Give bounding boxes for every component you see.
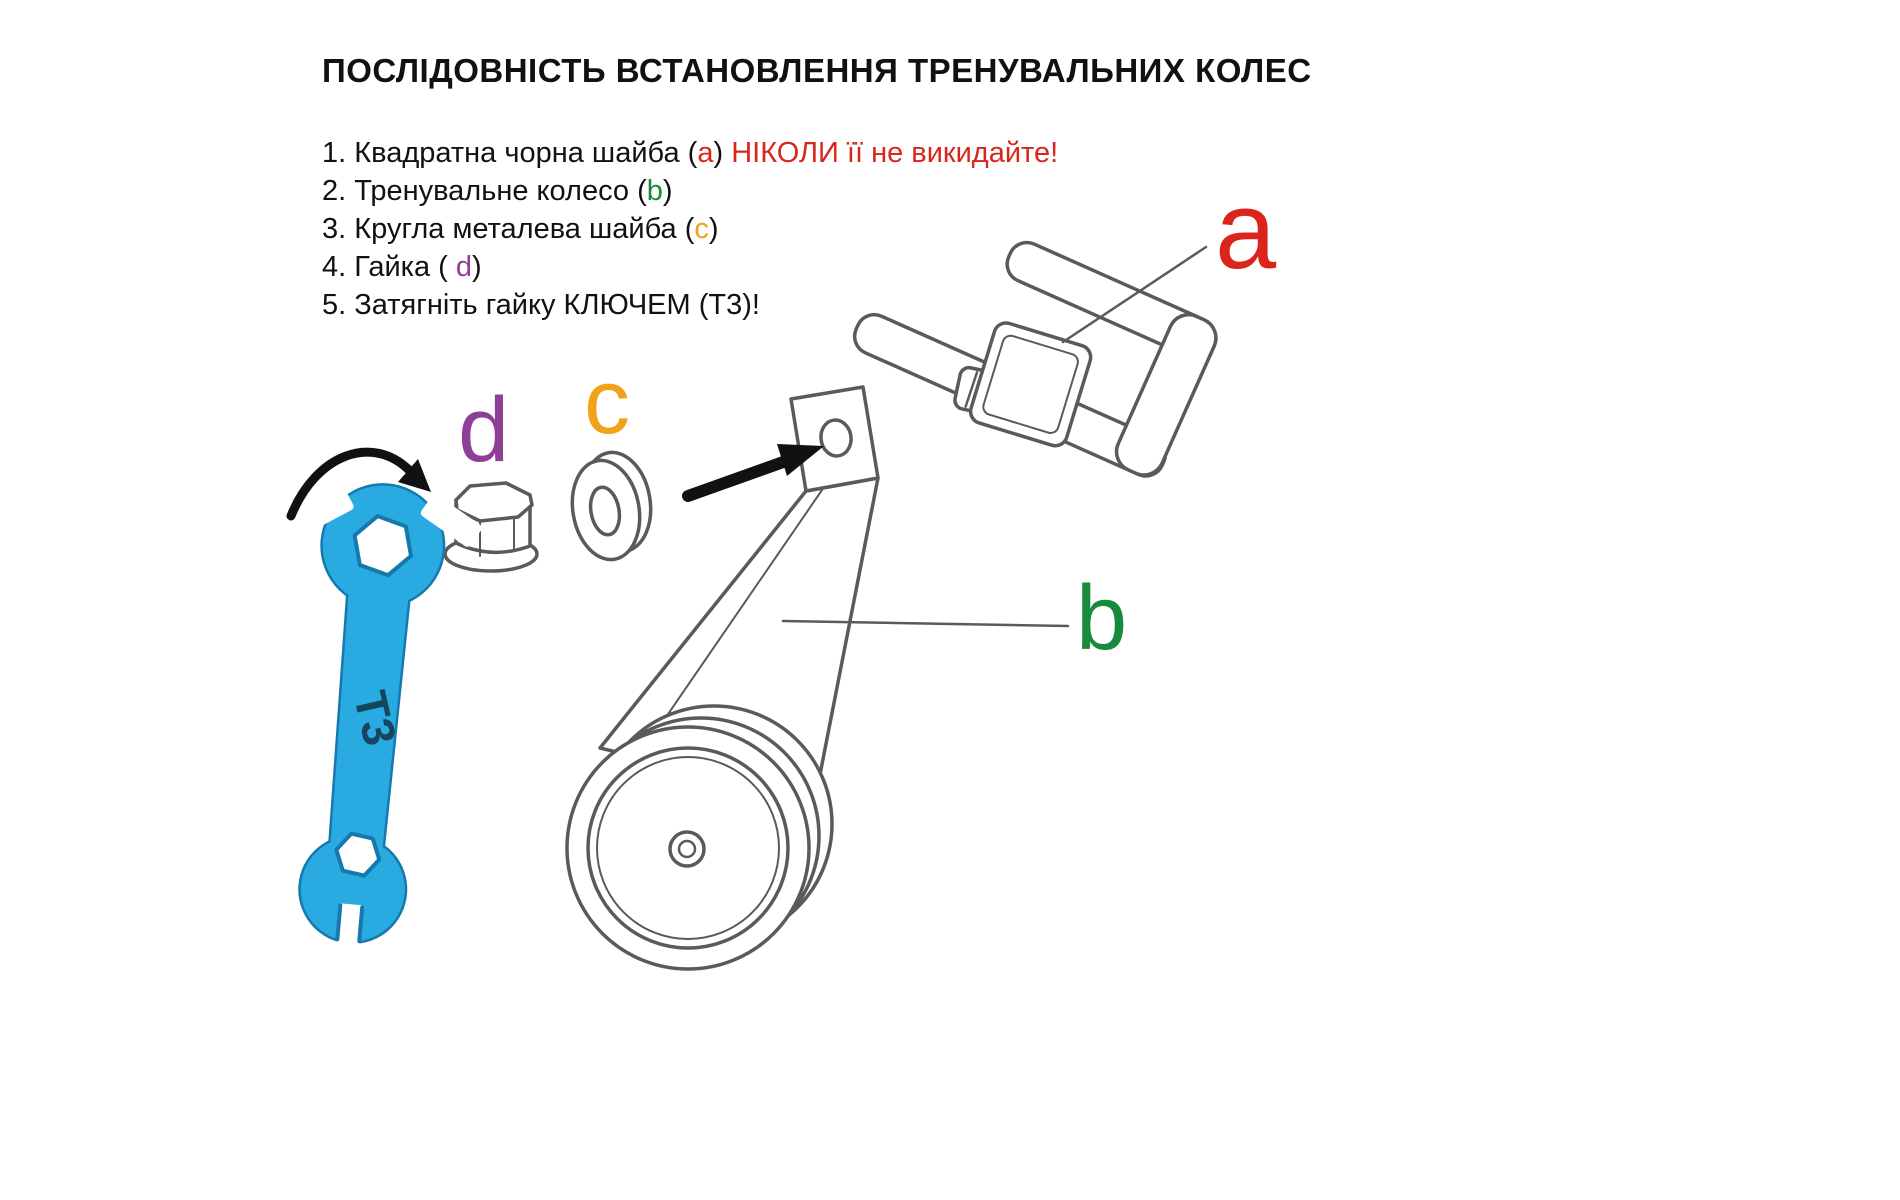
hex-cutout-bottom xyxy=(334,831,382,878)
step-2-letter: b xyxy=(646,175,663,207)
step-3-text: 3. Кругла металева шайба ( xyxy=(322,213,695,245)
step-4: 4. Гайка ( d) xyxy=(322,248,1058,286)
label-a: a xyxy=(1215,169,1277,292)
page-title: ПОСЛІДОВНІСТЬ ВСТАНОВЛЕННЯ ТРЕНУВАЛЬНИХ … xyxy=(322,52,1312,89)
training-wheel-illustration xyxy=(565,704,834,971)
wrench-illustration: Т3 xyxy=(289,483,482,958)
step-3-letter: c xyxy=(694,213,709,245)
mounting-hole xyxy=(819,418,853,458)
square-washer-illustration xyxy=(968,321,1093,448)
step-3: 3. Кругла металева шайба (c) xyxy=(322,210,1058,248)
step-1-letter: a xyxy=(697,137,714,169)
step-2-suffix: ) xyxy=(662,175,673,207)
curved-arrow-icon xyxy=(286,447,431,521)
label-b: b xyxy=(1076,567,1128,669)
step-1: 1. Квадратна чорна шайба (a) НІКОЛИ її н… xyxy=(322,134,1058,172)
wrench-label: Т3 xyxy=(344,686,407,750)
step-1-text: 1. Квадратна чорна шайба ( xyxy=(322,137,698,169)
step-4-suffix: ) xyxy=(472,251,482,283)
steps-list: 1. Квадратна чорна шайба (a) НІКОЛИ її н… xyxy=(322,134,1058,324)
leader-line-b xyxy=(781,619,1070,628)
step-1-suffix: ) xyxy=(713,137,732,169)
step-5-text: 5. Затягніть гайку КЛЮЧЕМ (Т3)! xyxy=(322,289,760,321)
step-4-text: 4. Гайка ( xyxy=(322,251,456,283)
step-3-suffix: ) xyxy=(708,213,719,245)
step-2-text: 2. Тренувальне колесо ( xyxy=(322,175,647,207)
hex-cutout-top xyxy=(352,514,414,578)
label-d: d xyxy=(458,379,510,481)
label-c: c xyxy=(584,351,630,453)
step-2: 2. Тренувальне колесо (b) xyxy=(322,172,1058,210)
leader-line-a xyxy=(1061,245,1208,344)
round-washer-illustration xyxy=(570,450,653,562)
step-1-warning: НІКОЛИ її не викидайте! xyxy=(731,137,1059,169)
insert-arrow-icon xyxy=(682,444,824,502)
step-5: 5. Затягніть гайку КЛЮЧЕМ (Т3)! xyxy=(322,286,1058,324)
step-4-letter: d xyxy=(455,251,473,283)
